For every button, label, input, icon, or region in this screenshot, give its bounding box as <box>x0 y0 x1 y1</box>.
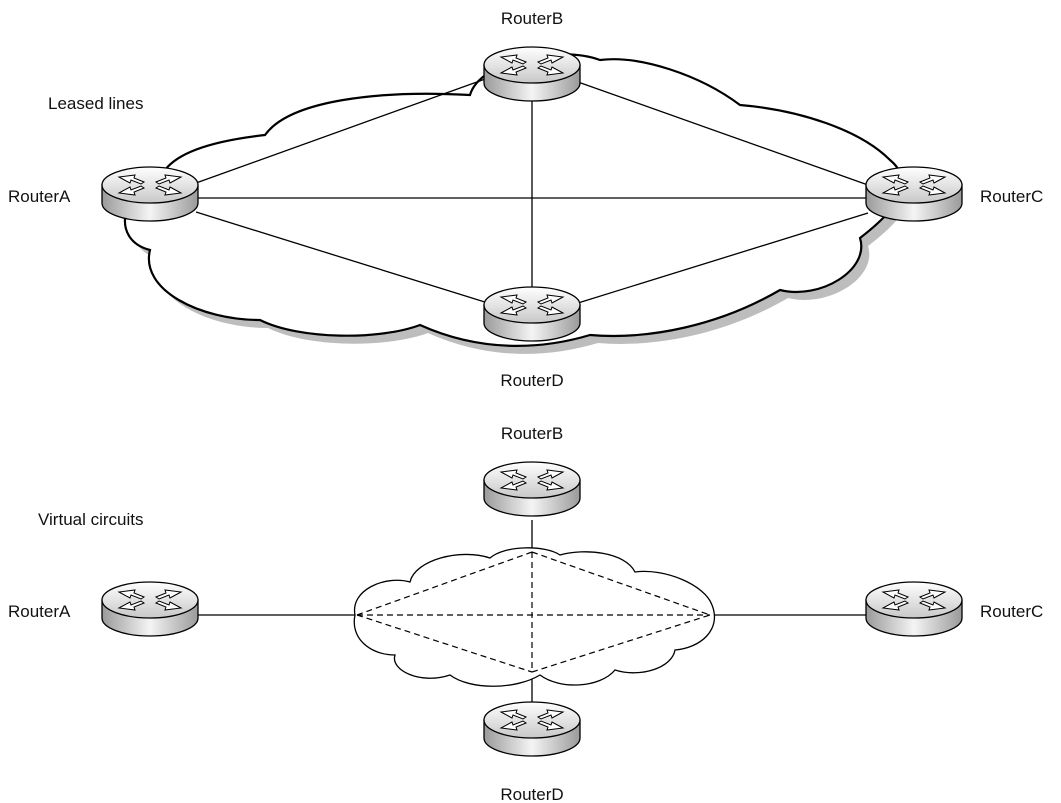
vc-b-c <box>531 551 711 616</box>
vc-router-d-label: RouterD <box>500 785 563 803</box>
leased-lines-section: Leased lines RouterA RouterB RouterC Rou… <box>8 9 1043 390</box>
vc-router-b-label: RouterB <box>501 424 563 443</box>
router-c-icon <box>865 166 963 222</box>
leased-links <box>195 77 869 304</box>
vc-router-d-icon <box>483 701 581 757</box>
vc-router-c-icon <box>865 581 963 637</box>
frame-relay-cloud <box>353 547 715 687</box>
link-d-c <box>577 212 869 304</box>
router-d-label: RouterD <box>500 371 563 390</box>
virtual-circuits-section: Virtual circuits RouterA RouterB RouterC… <box>8 424 1043 803</box>
vc-router-b-icon <box>483 461 581 517</box>
vc-a-d <box>356 614 533 673</box>
router-b-label: RouterB <box>501 9 563 28</box>
link-a-b <box>195 77 489 184</box>
leased-cloud <box>123 53 904 347</box>
link-a-d <box>195 211 489 304</box>
leased-lines-caption: Leased lines <box>48 94 143 113</box>
link-b-c <box>577 81 869 186</box>
router-d-icon <box>483 286 581 342</box>
virtual-circuit-links <box>356 551 711 673</box>
router-b-icon <box>483 46 581 102</box>
router-a-icon <box>101 166 199 222</box>
vc-router-c-label: RouterC <box>980 602 1043 621</box>
vc-d-c <box>531 614 711 673</box>
vc-router-a-icon <box>101 581 199 637</box>
router-c-label: RouterC <box>980 187 1043 206</box>
virtual-circuits-caption: Virtual circuits <box>38 510 144 529</box>
vc-a-b <box>356 551 533 616</box>
vc-router-a-label: RouterA <box>8 602 71 621</box>
router-a-label: RouterA <box>8 187 71 206</box>
